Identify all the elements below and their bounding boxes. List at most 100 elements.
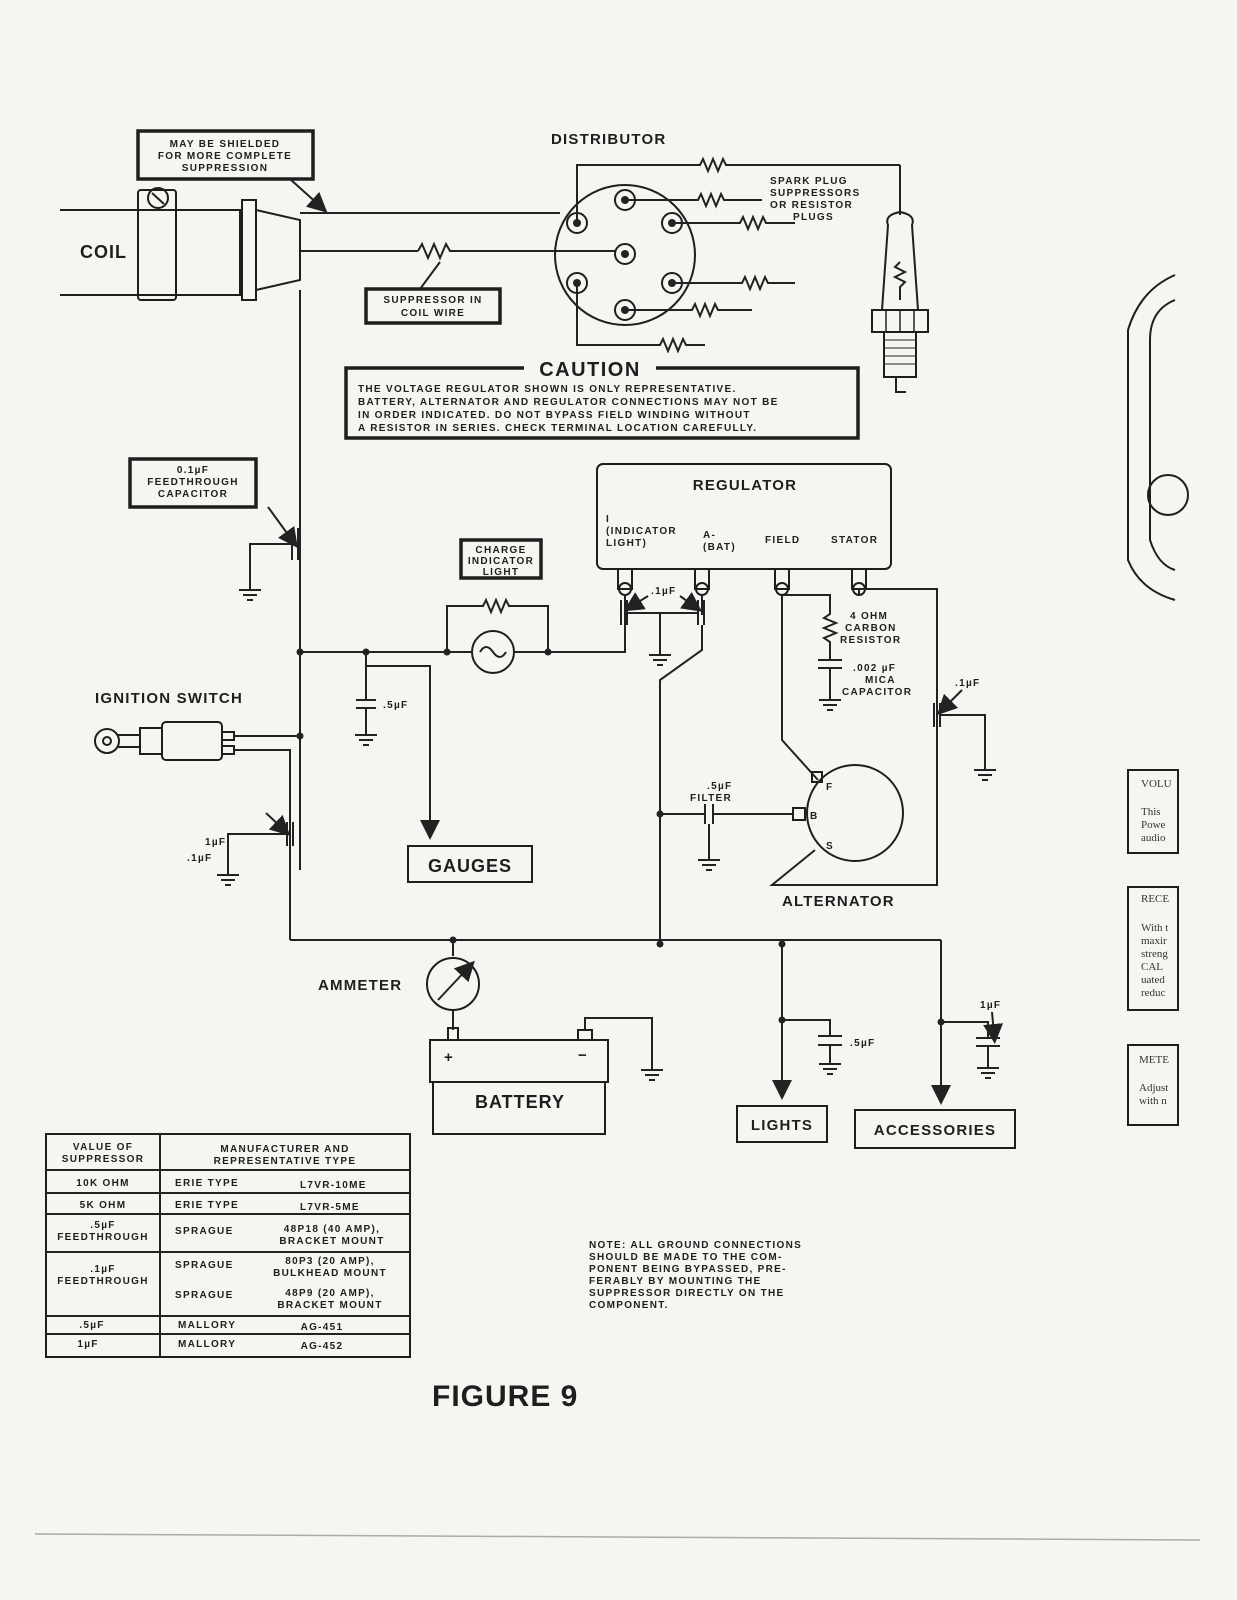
svg-text:B: B <box>810 811 819 822</box>
svg-text:48P9 (20 AMP),: 48P9 (20 AMP), <box>285 1288 375 1299</box>
svg-text:SPRAGUE: SPRAGUE <box>175 1260 234 1271</box>
svg-text:CAPACITOR: CAPACITOR <box>842 687 912 698</box>
svg-text:FEEDTHROUGH: FEEDTHROUGH <box>147 477 239 488</box>
svg-text:.1µF: .1µF <box>955 678 980 689</box>
gauges-box: GAUGES <box>407 845 533 883</box>
battery: + − BATTERY <box>429 1017 664 1135</box>
right-edge-panel: VOLU This Powe audio RECE With t maxir s… <box>1127 274 1189 1126</box>
svg-text:−: − <box>578 1047 588 1064</box>
svg-text:uated: uated <box>1141 974 1165 986</box>
stator-suppression: .1µF <box>769 588 997 886</box>
svg-text:streng: streng <box>1141 948 1168 960</box>
svg-text:.5µF: .5µF <box>850 1038 875 1049</box>
svg-text:SUPPRESSORS: SUPPRESSORS <box>770 188 860 199</box>
svg-text:.5µF: .5µF <box>79 1320 104 1331</box>
svg-text:ACCESSORIES: ACCESSORIES <box>874 1122 996 1139</box>
svg-text:SUPPRESSION: SUPPRESSION <box>182 163 269 174</box>
svg-text:VOLU: VOLU <box>1141 778 1172 790</box>
svg-text:.5µF: .5µF <box>707 781 732 792</box>
svg-text:I: I <box>606 514 610 525</box>
ground-note: NOTE: ALL GROUND CONNECTIONS SHOULD BE M… <box>589 1240 802 1311</box>
svg-text:DISTRIBUTOR: DISTRIBUTOR <box>551 131 666 148</box>
svg-text:RESISTOR: RESISTOR <box>840 635 901 646</box>
svg-text:CARBON: CARBON <box>845 623 897 634</box>
svg-text:COIL WIRE: COIL WIRE <box>401 308 465 319</box>
svg-text:IN ORDER INDICATED. DO NOT BYP: IN ORDER INDICATED. DO NOT BYPASS FIELD … <box>358 410 751 421</box>
svg-text:NOTE: ALL GROUND CONNECTIONS: NOTE: ALL GROUND CONNECTIONS <box>589 1240 802 1251</box>
svg-text:PLUGS: PLUGS <box>793 212 834 223</box>
svg-text:.002 µF: .002 µF <box>853 663 896 674</box>
regulator: REGULATOR I (INDICATOR LIGHT) A- (BAT) F… <box>596 463 892 596</box>
figure-title: FIGURE 9 <box>432 1380 578 1413</box>
field-suppression: 4 OHM CARBON RESISTOR .002 µF MICA CAPAC… <box>781 594 912 781</box>
svg-text:F: F <box>826 782 833 793</box>
svg-text:METE: METE <box>1139 1054 1169 1066</box>
svg-text:CHARGE: CHARGE <box>475 545 526 556</box>
svg-text:CAL: CAL <box>1141 961 1163 973</box>
ammeter: AMMETER <box>318 940 480 1030</box>
svg-text:LIGHT: LIGHT <box>483 567 520 578</box>
svg-text:COMPONENT.: COMPONENT. <box>589 1300 669 1311</box>
spark-plug-note: SPARK PLUG SUPPRESSORS OR RESISTOR PLUGS <box>770 176 860 223</box>
svg-text:CAPACITOR: CAPACITOR <box>158 489 228 500</box>
svg-text:BRACKET MOUNT: BRACKET MOUNT <box>279 1236 384 1247</box>
svg-text:SPRAGUE: SPRAGUE <box>175 1290 234 1301</box>
svg-text:audio: audio <box>1141 832 1166 844</box>
svg-text:80P3 (20 AMP),: 80P3 (20 AMP), <box>285 1256 375 1267</box>
svg-text:SUPPRESSOR IN: SUPPRESSOR IN <box>383 295 482 306</box>
svg-text:.1µF: .1µF <box>90 1264 115 1275</box>
svg-text:With t: With t <box>1141 922 1168 934</box>
svg-text:1µF: 1µF <box>980 1000 1001 1011</box>
svg-text:MALLORY: MALLORY <box>178 1320 236 1331</box>
ignition-switch: IGNITION SWITCH <box>94 690 300 940</box>
svg-text:L7VR-5ME: L7VR-5ME <box>300 1202 360 1213</box>
svg-text:with n: with n <box>1139 1095 1167 1107</box>
svg-text:(INDICATOR: (INDICATOR <box>606 526 677 537</box>
svg-text:A RESISTOR IN SERIES. CHECK TE: A RESISTOR IN SERIES. CHECK TERMINAL LOC… <box>358 423 757 434</box>
svg-text:FERABLY BY MOUNTING THE: FERABLY BY MOUNTING THE <box>589 1276 762 1287</box>
svg-text:Adjust: Adjust <box>1139 1082 1168 1094</box>
svg-text:ERIE TYPE: ERIE TYPE <box>175 1200 239 1211</box>
svg-text:PONENT BEING BYPASSED, PRE-: PONENT BEING BYPASSED, PRE- <box>589 1264 787 1275</box>
svg-text:ALTERNATOR: ALTERNATOR <box>782 893 895 910</box>
svg-text:BRACKET MOUNT: BRACKET MOUNT <box>277 1300 382 1311</box>
accessories-branch: 1µF ACCESSORIES <box>854 940 1016 1149</box>
svg-text:4 OHM: 4 OHM <box>850 611 888 622</box>
svg-text:SUPPRESSOR: SUPPRESSOR <box>62 1154 144 1165</box>
svg-text:MANUFACTURER AND: MANUFACTURER AND <box>220 1144 349 1155</box>
ignition-feedthrough: .1µF 1µF <box>187 812 294 886</box>
svg-text:MAY BE SHIELDED: MAY BE SHIELDED <box>170 139 281 150</box>
regulator-capacitors: .1µF <box>620 586 705 666</box>
svg-text:5K OHM: 5K OHM <box>80 1200 127 1211</box>
svg-text:ERIE TYPE: ERIE TYPE <box>175 1178 239 1189</box>
caution-box: CAUTION THE VOLTAGE REGULATOR SHOWN IS O… <box>344 356 860 440</box>
svg-text:THE VOLTAGE REGULATOR SHOWN IS: THE VOLTAGE REGULATOR SHOWN IS ONLY REPR… <box>358 384 737 395</box>
svg-text:REGULATOR: REGULATOR <box>693 477 797 494</box>
svg-text:MICA: MICA <box>865 675 896 686</box>
alternator: F B S ALTERNATOR <box>782 764 904 910</box>
feedthrough-note: 0.1µF FEEDTHROUGH CAPACITOR <box>128 457 299 601</box>
svg-text:0.1µF: 0.1µF <box>177 465 209 476</box>
svg-text:1µF: 1µF <box>205 837 226 848</box>
coil-label: COIL <box>80 242 127 262</box>
svg-text:LIGHT): LIGHT) <box>606 538 647 549</box>
svg-text:SPRAGUE: SPRAGUE <box>175 1226 234 1237</box>
svg-text:STATOR: STATOR <box>831 535 878 546</box>
svg-text:(BAT): (BAT) <box>703 542 736 553</box>
svg-text:SHOULD BE MADE TO THE COM-: SHOULD BE MADE TO THE COM- <box>589 1252 783 1263</box>
svg-text:48P18 (40 AMP),: 48P18 (40 AMP), <box>284 1224 380 1235</box>
svg-text:+: + <box>444 1049 454 1066</box>
svg-text:FILTER: FILTER <box>690 793 732 804</box>
svg-text:SUPPRESSOR DIRECTLY ON THE: SUPPRESSOR DIRECTLY ON THE <box>589 1288 785 1299</box>
svg-text:GAUGES: GAUGES <box>428 856 512 876</box>
svg-text:BATTERY, ALTERNATOR AND REGULA: BATTERY, ALTERNATOR AND REGULATOR CONNEC… <box>358 397 779 408</box>
lights-branch: .5µF LIGHTS <box>736 944 875 1143</box>
svg-text:INDICATOR: INDICATOR <box>468 556 534 567</box>
svg-text:SPARK PLUG: SPARK PLUG <box>770 176 848 187</box>
svg-text:REPRESENTATIVE TYPE: REPRESENTATIVE TYPE <box>214 1156 357 1167</box>
coil: COIL <box>60 187 301 301</box>
svg-text:CAUTION: CAUTION <box>539 359 641 381</box>
svg-text:reduc: reduc <box>1141 987 1166 999</box>
